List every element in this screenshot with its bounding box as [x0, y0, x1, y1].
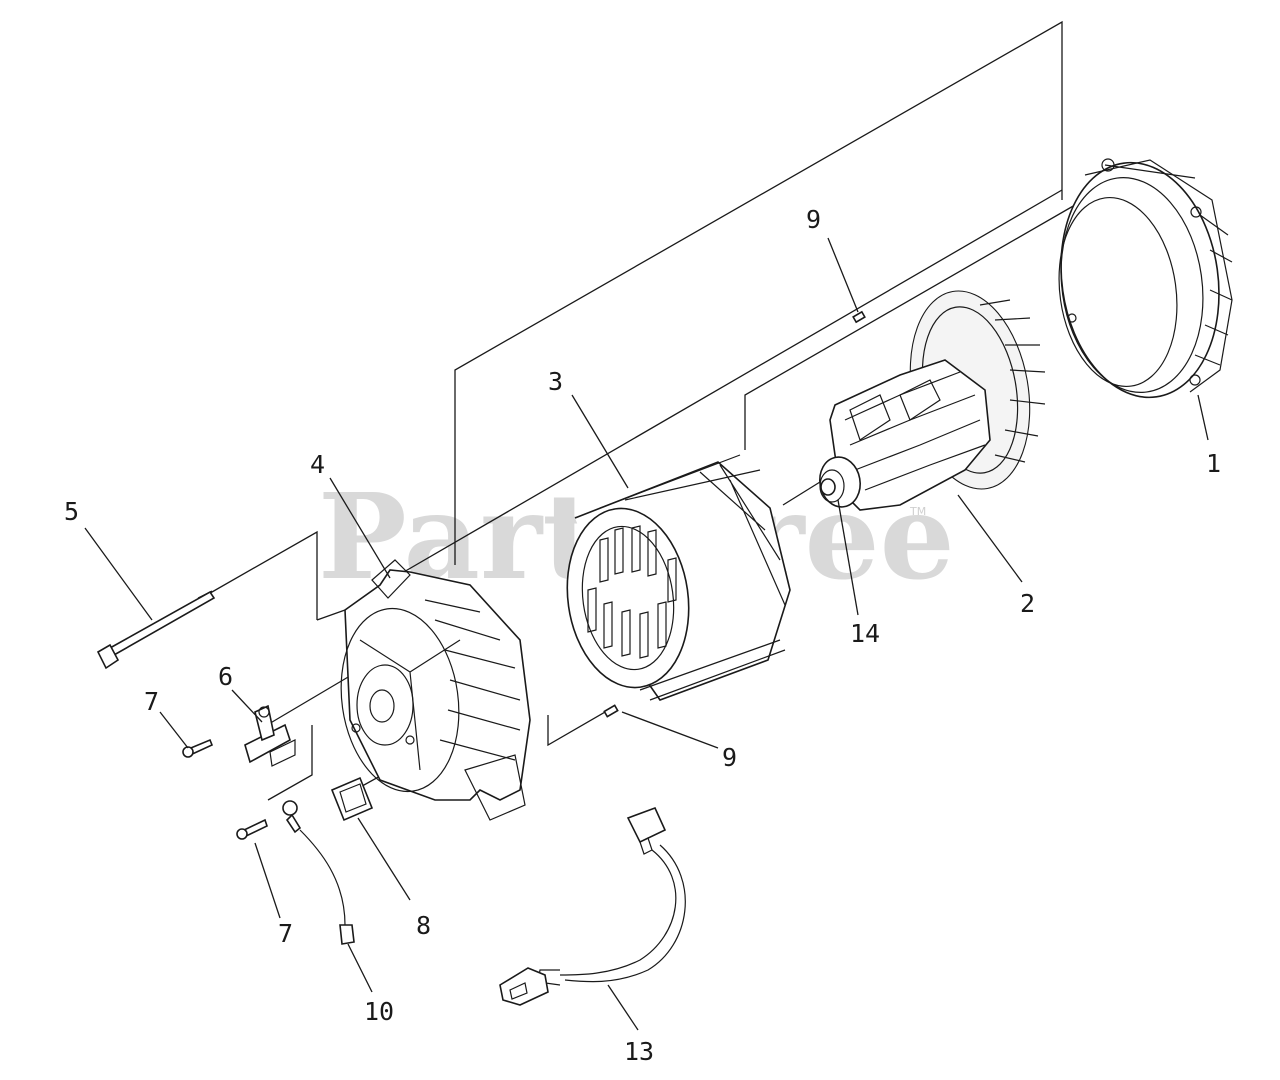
part-rear-housing-ring	[1058, 158, 1233, 399]
callout-13: 13	[624, 1037, 654, 1066]
leader-14	[837, 499, 859, 616]
alignment-line-long	[389, 189, 1063, 581]
callout-10: 10	[364, 997, 394, 1026]
alignment-line-rotor-shaft	[782, 481, 821, 506]
callout-8: 8	[416, 911, 431, 940]
watermark-trademark: TM	[909, 505, 926, 518]
leader-2	[957, 494, 1023, 583]
leader-9b	[621, 711, 719, 749]
callout-2: 2	[1020, 589, 1035, 618]
callout-labels: 1 2 3 4 5 6 7 7 8 9 9 10 13 14	[64, 205, 1221, 1066]
alignment-line-rotor-top	[744, 204, 1076, 450]
alignment-line-bolt-left	[204, 530, 318, 620]
leader-1	[1197, 394, 1209, 441]
part-front-housing	[340, 559, 531, 821]
leader-7a	[159, 711, 189, 749]
leader-6	[231, 689, 263, 723]
leader-8	[357, 817, 411, 901]
alignment-line-brush	[261, 669, 361, 729]
alignment-line-bolt-end	[316, 609, 346, 621]
leader-3	[571, 394, 629, 489]
part-brush-cover	[330, 776, 374, 822]
part-ground-wire	[282, 800, 355, 945]
part-rotor-assembly	[819, 290, 1046, 511]
callout-4: 4	[310, 450, 325, 479]
leader-10	[347, 943, 373, 993]
callout-1: 1	[1206, 449, 1221, 478]
part-screws	[182, 738, 268, 840]
alignment-line-bolt-top	[454, 20, 1063, 565]
part-wire-harness	[499, 806, 686, 1006]
callout-5: 5	[64, 497, 79, 526]
callout-leaders	[84, 237, 1209, 1031]
leader-9a	[827, 237, 859, 313]
alignment-lines	[204, 20, 1076, 801]
callout-6: 6	[218, 662, 233, 691]
callout-9b: 9	[722, 743, 737, 772]
callout-7a: 7	[144, 687, 159, 716]
alignment-line-screw-lower	[267, 725, 313, 801]
part-brush-holder	[244, 704, 296, 767]
callout-3: 3	[548, 367, 563, 396]
callout-7b: 7	[278, 919, 293, 948]
leader-4	[329, 477, 391, 579]
callout-14: 14	[850, 619, 880, 648]
leader-5	[84, 527, 153, 621]
callout-9a: 9	[806, 205, 821, 234]
leader-13	[607, 984, 639, 1031]
part-through-bolt	[96, 590, 216, 670]
alignment-line-dowel	[547, 711, 606, 747]
part-dowel-pins	[603, 310, 866, 718]
part-stator	[566, 454, 791, 701]
leader-7b	[254, 842, 281, 919]
